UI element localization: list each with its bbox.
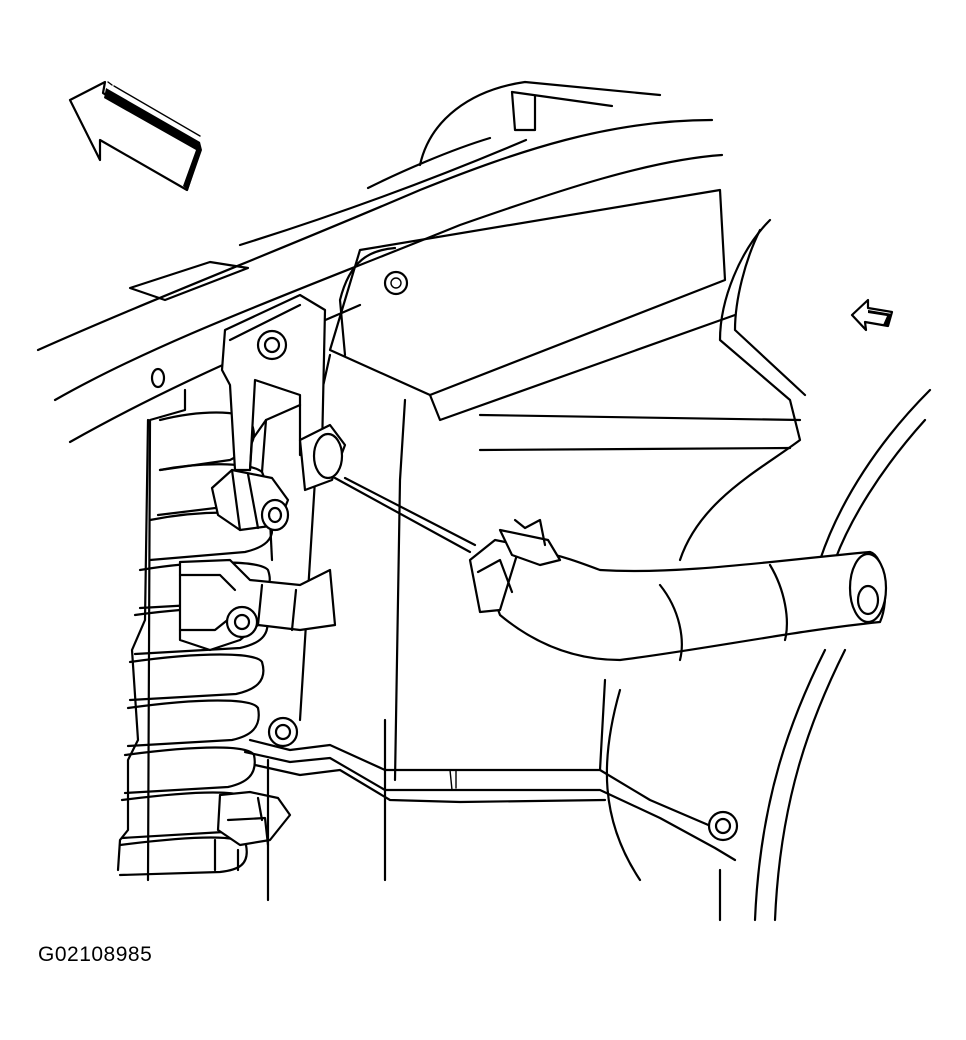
shroud-lower-flange <box>243 678 737 862</box>
figure-id-label: G02108985 <box>38 943 153 966</box>
lower-bolt-right <box>707 810 739 842</box>
lower-bolt-left <box>267 716 299 748</box>
radiator-mount-bracket <box>220 293 327 472</box>
cooler-line-fitting-lower <box>178 558 337 652</box>
upper-right-bracket <box>418 80 662 167</box>
radiator-hose <box>468 518 888 662</box>
radiator-support-beam <box>36 118 724 444</box>
small-arrow-icon <box>850 298 894 332</box>
radiator-inlet-pipe <box>298 423 477 554</box>
radiator-drain-bracket <box>213 758 292 902</box>
front-arrow-icon <box>68 80 202 192</box>
fender-liner <box>605 218 932 922</box>
fan-shroud <box>298 188 802 882</box>
cooler-line-fitting-upper <box>210 468 290 532</box>
